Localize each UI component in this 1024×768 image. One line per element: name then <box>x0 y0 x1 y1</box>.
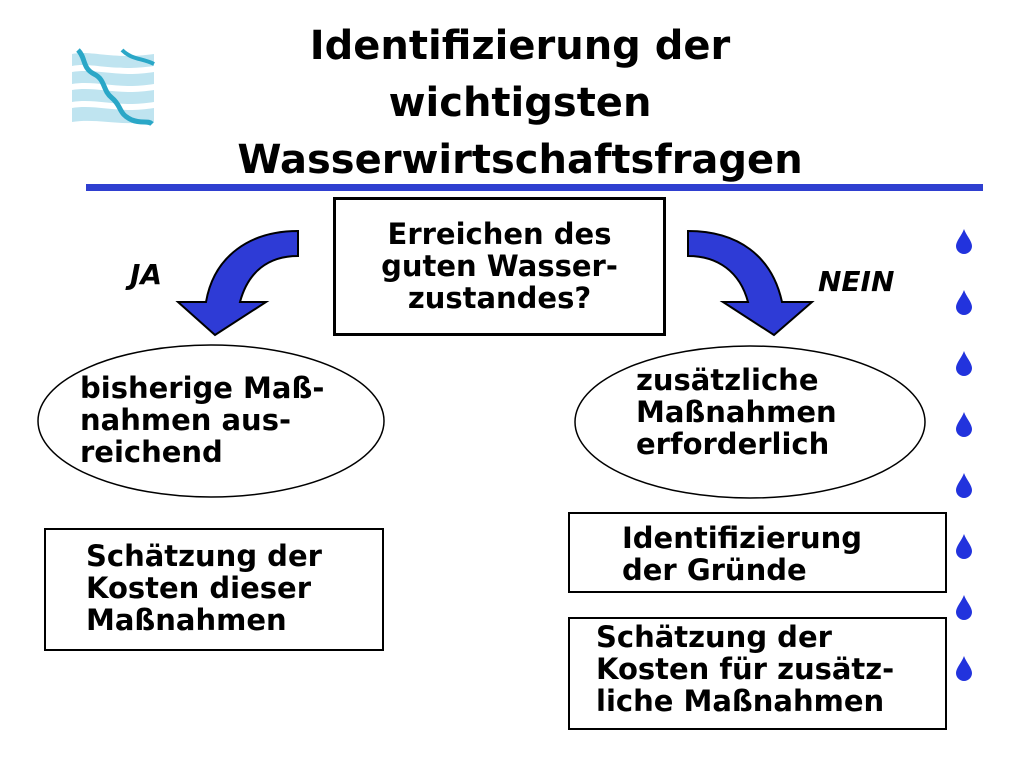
no-arrow-icon <box>687 229 815 337</box>
right-reasons-box: Identifizierung der Gründe <box>568 512 947 593</box>
left-outcome-text: bisherige Maß- nahmen aus- reichend <box>80 371 325 469</box>
water-drop-icon <box>956 351 972 376</box>
no-label: NEIN <box>818 265 895 298</box>
page-title: Identifizierung der wichtigsten Wasserwi… <box>237 23 803 183</box>
right-cost-text: Schätzung der Kosten für zusätz- liche M… <box>596 620 895 718</box>
right-reasons-text: Identifizierung der Gründe <box>622 521 863 587</box>
right-outcome-text: zusätzliche Maßnahmen erforderlich <box>636 363 837 461</box>
water-drop-icon <box>956 595 972 620</box>
question-text: Erreichen des guten Wasser- zustandes? <box>381 217 618 315</box>
water-drop-icon <box>956 229 972 254</box>
yes-label: JA <box>130 258 163 291</box>
title-divider <box>86 184 983 191</box>
water-drop-icon <box>956 473 972 498</box>
left-cost-text: Schätzung der Kosten dieser Maßnahmen <box>86 539 322 637</box>
water-drop-icon <box>956 412 972 437</box>
water-drop-icon <box>956 290 972 315</box>
water-drop-icon <box>956 656 972 681</box>
water-drop-icon <box>956 534 972 559</box>
question-box: Erreichen des guten Wasser- zustandes? <box>333 197 666 336</box>
yes-arrow-icon <box>175 229 299 337</box>
left-cost-box: Schätzung der Kosten dieser Maßnahmen <box>44 528 384 651</box>
right-cost-box: Schätzung der Kosten für zusätz- liche M… <box>568 617 947 730</box>
